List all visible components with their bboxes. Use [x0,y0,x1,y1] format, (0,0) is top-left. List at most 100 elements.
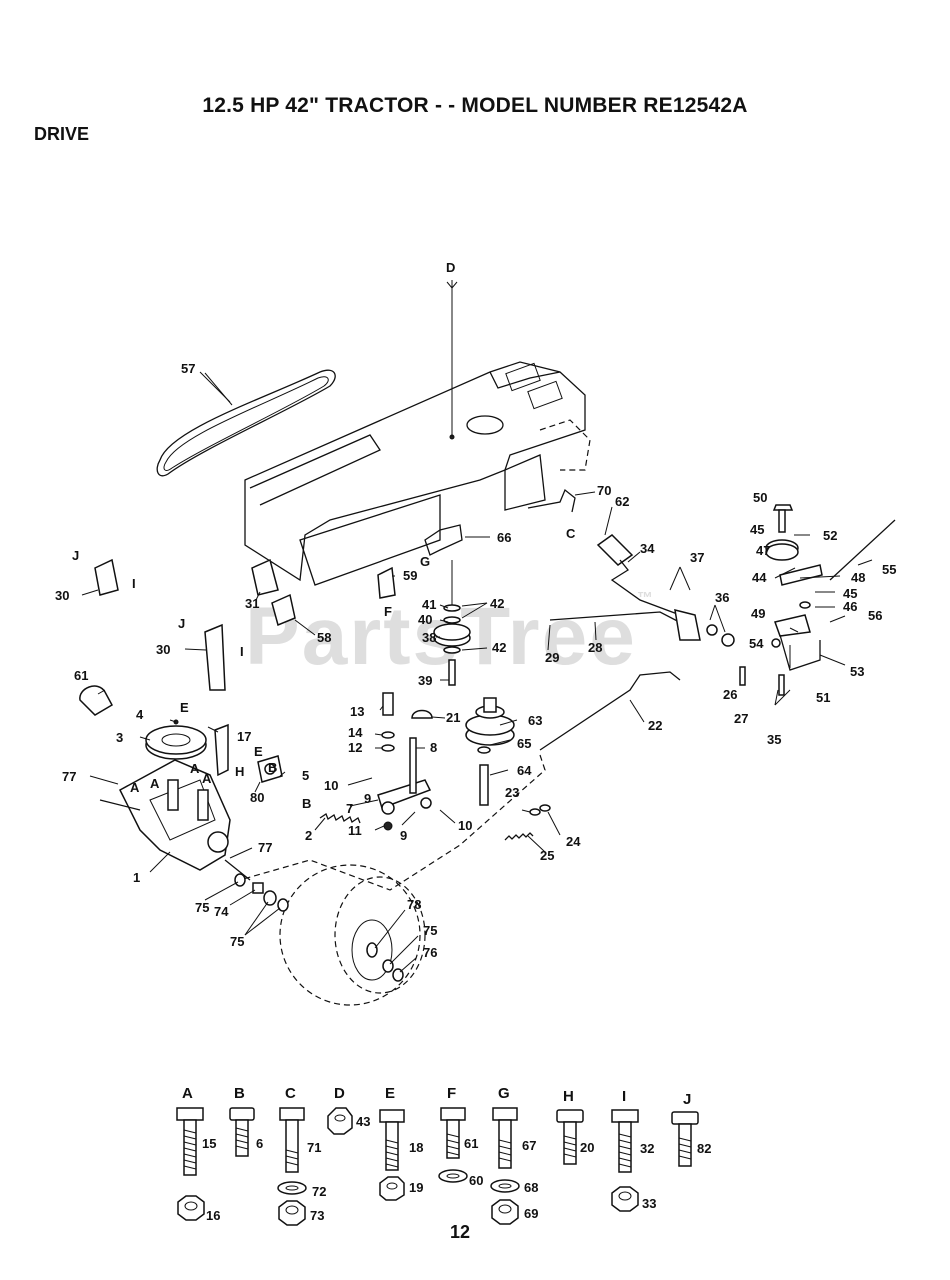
brake-assembly [739,504,823,696]
callout-13: 13 [350,704,364,719]
hardware-legend: A 15 16 B 6 C 71 72 7 [176,1085,711,1226]
ref-A-4: A [202,771,212,786]
callout-28: 28 [588,640,602,655]
callout-70: 70 [597,483,611,498]
legend-letter-C: C [285,1085,296,1102]
section-heading: DRIVE [34,124,90,144]
callout-38: 38 [422,630,436,645]
callout-61: 61 [74,668,88,683]
engine-pulley-38 [433,604,471,686]
bolt-icon-A [176,1107,205,1221]
callout-27: 27 [734,711,748,726]
ref-E-lower: E [254,744,263,759]
callout-37: 37 [690,550,704,565]
callout-7: 7 [346,801,353,816]
ref-A-2: A [150,776,160,791]
callout-29: 29 [545,650,559,665]
callout-2: 2 [305,828,312,843]
shift-rod-22 [539,671,681,751]
callout-47: 47 [756,543,770,558]
callout-1: 1 [133,870,140,885]
washer-75c [277,898,289,912]
callout-12: 12 [348,740,362,755]
ref-B-lower: B [302,796,311,811]
bracket-58 [271,593,296,627]
ref-J-upper: J [72,548,79,563]
diagram-reference-letters: D C G F J J I I E H E B B A A A A [72,260,576,811]
legend-part-20: 20 [580,1140,594,1155]
legend-letter-H: H [563,1088,574,1105]
callout-21: 21 [446,710,460,725]
ref-A-3: A [190,761,200,776]
ref-A-1: A [130,780,140,795]
idler-bracket-5 [257,755,283,783]
engine-pulley-63 [465,697,515,746]
ref-I-upper: I [132,576,136,591]
callout-10a: 10 [324,778,338,793]
callout-41: 41 [422,597,436,612]
callout-23: 23 [505,785,519,800]
callout-9b: 9 [400,828,407,843]
callout-55: 55 [882,562,896,577]
bolt-64 [477,746,491,806]
tractor-frame [244,361,591,586]
bracket-30-upper [94,558,119,596]
ref-G: G [420,554,430,569]
legend-letter-B: B [234,1085,245,1102]
ref-D: D [446,260,455,275]
legend-letter-G: G [498,1085,510,1102]
bolt-icon-J [671,1111,699,1167]
knob-21 [411,709,433,719]
callout-34: 34 [640,541,655,556]
callout-52: 52 [823,528,837,543]
transaxle-assembly [99,759,251,881]
callout-64: 64 [517,763,532,778]
callout-10b: 10 [458,818,472,833]
legend-part-16: 16 [206,1208,220,1223]
callout-76: 76 [423,945,437,960]
ref-I-lower: I [240,644,244,659]
callout-25: 25 [540,848,554,863]
bolt-icon-I [611,1109,639,1212]
callout-49: 49 [751,606,765,621]
callout-4: 4 [136,707,144,722]
callout-42b: 42 [492,640,506,655]
transaxle-pulley [145,719,207,760]
callout-77a: 77 [62,769,76,784]
callout-46: 46 [843,599,857,614]
bushing-36b [721,633,735,647]
bolt-icon-B [229,1107,255,1157]
clip-61 [79,685,114,716]
leader-lines [81,371,873,973]
pivot-bolt-13 [381,692,395,752]
callout-31: 31 [245,596,259,611]
legend-letter-D: D [334,1085,345,1102]
nut-24 [539,804,551,812]
spring-25 [504,832,534,841]
legend-part-19: 19 [409,1180,423,1195]
clutch-arm-7 [377,737,432,831]
callout-8: 8 [430,740,437,755]
spacer-74 [252,882,264,894]
washer-23 [529,808,541,816]
callout-63: 63 [528,713,542,728]
legend-part-71: 71 [307,1140,321,1155]
callout-30-lower: 30 [156,642,170,657]
callout-11: 11 [348,823,362,838]
legend-part-69: 69 [524,1206,538,1221]
legend-part-32: 32 [640,1141,654,1156]
bracket-66 [424,524,463,556]
callout-30-upper: 30 [55,588,69,603]
rear-wheel [279,864,426,1006]
legend-part-68: 68 [524,1180,538,1195]
lever-34 [596,534,701,641]
callout-24: 24 [566,834,581,849]
callout-62: 62 [615,494,629,509]
legend-part-33: 33 [642,1196,656,1211]
bracket-17 [214,723,229,777]
shift-rod-path [239,754,546,891]
bolt-icon-G [490,1107,520,1225]
part-callouts: 1 2 3 4 5 7 8 9 9 10 10 11 12 13 14 17 2… [55,361,896,960]
callout-42a: 42 [490,596,504,611]
callout-65: 65 [517,736,531,751]
